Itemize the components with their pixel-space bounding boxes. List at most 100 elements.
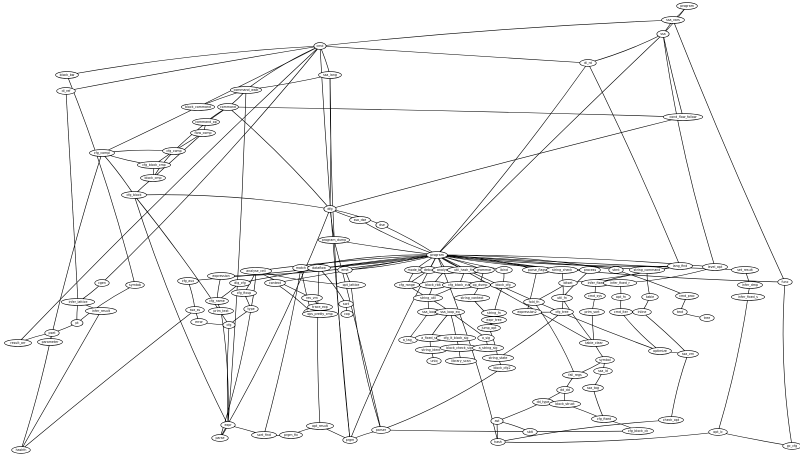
- graph-node: cmd_proc: [675, 292, 699, 300]
- node-shape: [579, 266, 601, 274]
- node-shape: [477, 334, 495, 342]
- edge-n113-n132: [670, 353, 689, 421]
- graph-node: text: [672, 308, 688, 316]
- node-label: process: [584, 268, 597, 272]
- node-label: cfg_block_ck: [628, 429, 648, 433]
- graph-node: cfg: [222, 321, 236, 329]
- graph-node: set_result: [731, 266, 759, 274]
- node-label: grammar: [477, 268, 492, 272]
- edge-n28-n92: [187, 280, 196, 311]
- node-label: bitset: [563, 281, 573, 285]
- edge-n42-n76: [646, 269, 651, 298]
- node-shape: [490, 281, 516, 289]
- node-label: trace_exp: [312, 305, 328, 309]
- graph-node: cfg_block_ck: [622, 427, 654, 435]
- node-label: cmd_sys: [588, 294, 602, 298]
- node-shape: [558, 279, 578, 287]
- node-shape: [445, 357, 477, 365]
- node-shape: [675, 292, 699, 300]
- node-label: command_op: [195, 120, 216, 124]
- node-label: fold_fn: [529, 300, 540, 304]
- node-shape: [56, 87, 76, 95]
- node-shape: [89, 149, 115, 157]
- graph-node: string_state: [482, 354, 514, 362]
- node-shape: [648, 347, 672, 355]
- edge-n63-n134: [20, 310, 102, 451]
- node-label: opt_fn: [616, 295, 626, 299]
- node-label: pt: [75, 321, 79, 325]
- node-label: string_command: [634, 268, 661, 272]
- graph-node: type: [243, 305, 259, 313]
- node-label: cfg_block_cmp: [142, 163, 165, 167]
- node-label: table: [646, 295, 654, 299]
- node-shape: [702, 263, 728, 271]
- node-label: infer_result: [92, 309, 111, 313]
- node-label: analyse_op: [437, 268, 455, 272]
- node-label: dlg_cfg: [234, 281, 245, 285]
- graph-node: block_cfg: [490, 281, 516, 289]
- edge-n14-n97: [49, 152, 103, 343]
- node-shape: [426, 357, 442, 365]
- graph-node: op_dump: [469, 281, 491, 289]
- graph-node: jump_opt: [477, 324, 501, 332]
- node-shape: [61, 298, 95, 306]
- node-label: cmd_iter: [614, 310, 629, 314]
- graph-node: cfg_fixup: [231, 289, 257, 297]
- edge-n23-n110: [436, 254, 595, 344]
- node-label: cfg_compl: [94, 151, 110, 155]
- node-shape: [481, 316, 507, 324]
- node-shape: [313, 42, 327, 50]
- edge-n10-n19: [227, 106, 331, 210]
- node-shape: [579, 59, 597, 67]
- node-label: command_walk: [234, 88, 259, 92]
- node-label: cond_flow_follow: [670, 115, 697, 119]
- node-label: block_rbit: [425, 283, 441, 287]
- graph-node: ssa_loop: [417, 308, 441, 316]
- graph-node: infer_fixed: [581, 279, 611, 287]
- node-shape: [737, 281, 763, 289]
- edge-n3-n14: [101, 45, 321, 154]
- node-shape: [611, 293, 631, 301]
- node-shape: [94, 279, 110, 287]
- edge-n7-n62: [65, 90, 79, 303]
- node-label: set_result: [737, 268, 753, 272]
- graph-node: cfg_aux: [177, 277, 199, 285]
- graph-node: library_scan: [445, 357, 477, 365]
- node-label: text: [677, 310, 684, 314]
- graph-node: cop: [340, 310, 354, 318]
- node-label: cgen: [98, 281, 106, 285]
- node-shape: [229, 279, 251, 287]
- graph-node: command: [217, 103, 239, 111]
- node-shape: [562, 371, 588, 379]
- graph-node: string_util: [413, 294, 443, 302]
- node-label: ast: [495, 419, 501, 423]
- node-label: string_state: [489, 356, 508, 360]
- node-label: sort: [343, 302, 350, 306]
- node-label: cfg_comp: [166, 149, 181, 153]
- node-label: symtab: [129, 283, 141, 287]
- node-label: flow_comp: [195, 131, 212, 135]
- node-shape: [490, 438, 506, 446]
- node-shape: [667, 262, 693, 270]
- node-shape: [595, 356, 615, 364]
- graph-node: infer_fixed_s: [731, 293, 765, 301]
- node-label: hash: [494, 440, 502, 444]
- graph-node: pt: [70, 319, 84, 327]
- node-label: expression2: [517, 310, 536, 314]
- node-shape: [125, 281, 145, 289]
- edge-n97-n134: [20, 341, 51, 451]
- node-label: infer_fixed_s: [738, 295, 758, 299]
- graph-node: lbind: [495, 266, 513, 274]
- node-label: tree: [704, 316, 710, 320]
- node-shape: [318, 236, 350, 244]
- node-shape: [398, 336, 418, 344]
- graph-node: parser: [371, 426, 391, 434]
- node-label: cop: [344, 312, 350, 316]
- graph-node: parameter: [37, 338, 63, 346]
- node-shape: [231, 289, 257, 297]
- edge-n38-n85: [526, 269, 538, 313]
- graph-node: cfg_name: [205, 297, 229, 305]
- node-label: block_command: [185, 105, 211, 109]
- node-label: ops_pretty_cmp: [307, 312, 332, 316]
- graph-node: sort: [338, 300, 354, 308]
